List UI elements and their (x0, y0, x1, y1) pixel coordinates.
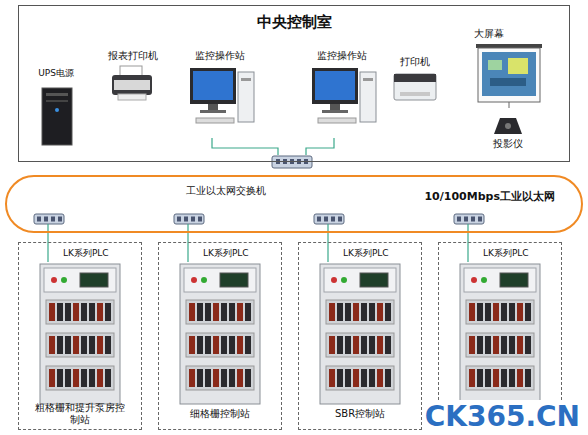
control-station: LK系列PLC 细格栅控制站 (158, 242, 282, 430)
network-cable (467, 224, 468, 262)
device: 打印机 (386, 48, 444, 102)
network-cable (212, 138, 278, 155)
node-label: 报表打印机 (100, 50, 166, 62)
plc-switch-icon (34, 214, 64, 224)
plc-switch-icon (314, 214, 344, 224)
network-cable (187, 224, 188, 262)
node-label: 10/100Mbps工业以太网 (424, 191, 555, 204)
printer-icon (112, 66, 152, 100)
watermark: CK365.CN (423, 400, 582, 433)
device: UPS电源 (28, 68, 84, 150)
control-station: LK系列PLC SBR控制站 (298, 242, 422, 430)
switch-icon (272, 156, 312, 168)
node-label: LK系列PLC (203, 248, 249, 258)
plc-cabinet (460, 264, 540, 404)
computer-icon (312, 68, 376, 123)
node-label: 监控操作站 (180, 50, 260, 62)
plc-switch-icon (174, 214, 204, 224)
node-label: 打印机 (386, 56, 444, 68)
network-cable (47, 224, 48, 262)
node-label: LK系列PLC (343, 248, 389, 258)
node-label: 投影仪 (480, 138, 536, 150)
ethernet-ring: 10/100Mbps工业以太网 工业以太网交换机 (5, 175, 583, 233)
plc-cabinet (40, 264, 120, 404)
device: 报表打印机 (100, 48, 166, 102)
workstation: 监控操作站 (302, 48, 382, 140)
station-name: 细格栅控制站 (171, 408, 269, 420)
station-name: SBR控制站 (311, 408, 409, 420)
ups-icon (42, 88, 72, 145)
node-label: LK系列PLC (483, 248, 529, 258)
device: 投影仪 (480, 112, 536, 158)
plc-cabinet (180, 264, 260, 404)
network-cable (327, 224, 328, 262)
node-label: 监控操作站 (302, 50, 382, 62)
plc-switch-icon (454, 214, 484, 224)
plc-cabinet (320, 264, 400, 404)
printer-icon (394, 74, 436, 100)
projector-icon (494, 118, 522, 134)
network-cable (306, 138, 334, 155)
station-name: 粗格栅和提升泵房控制站 (31, 402, 129, 425)
node-label: LK系列PLC (63, 248, 109, 258)
node-label: 大屏幕 (474, 28, 504, 40)
room-box: 中央控制室UPS电源报表打印机监控操作站监控操作站打印机大屏幕投影仪 (18, 5, 570, 162)
computer-icon (190, 68, 254, 123)
node-label: UPS电源 (28, 68, 84, 78)
ethernet-switch: 工业以太网交换机 (272, 155, 312, 169)
device: 大屏幕 (470, 26, 548, 108)
workstation: 监控操作站 (180, 48, 260, 140)
node-label: 工业以太网交换机 (186, 185, 266, 197)
control-station: LK系列PLC 粗格栅和提升泵房控制站 (18, 242, 142, 430)
screen-icon (476, 44, 542, 108)
